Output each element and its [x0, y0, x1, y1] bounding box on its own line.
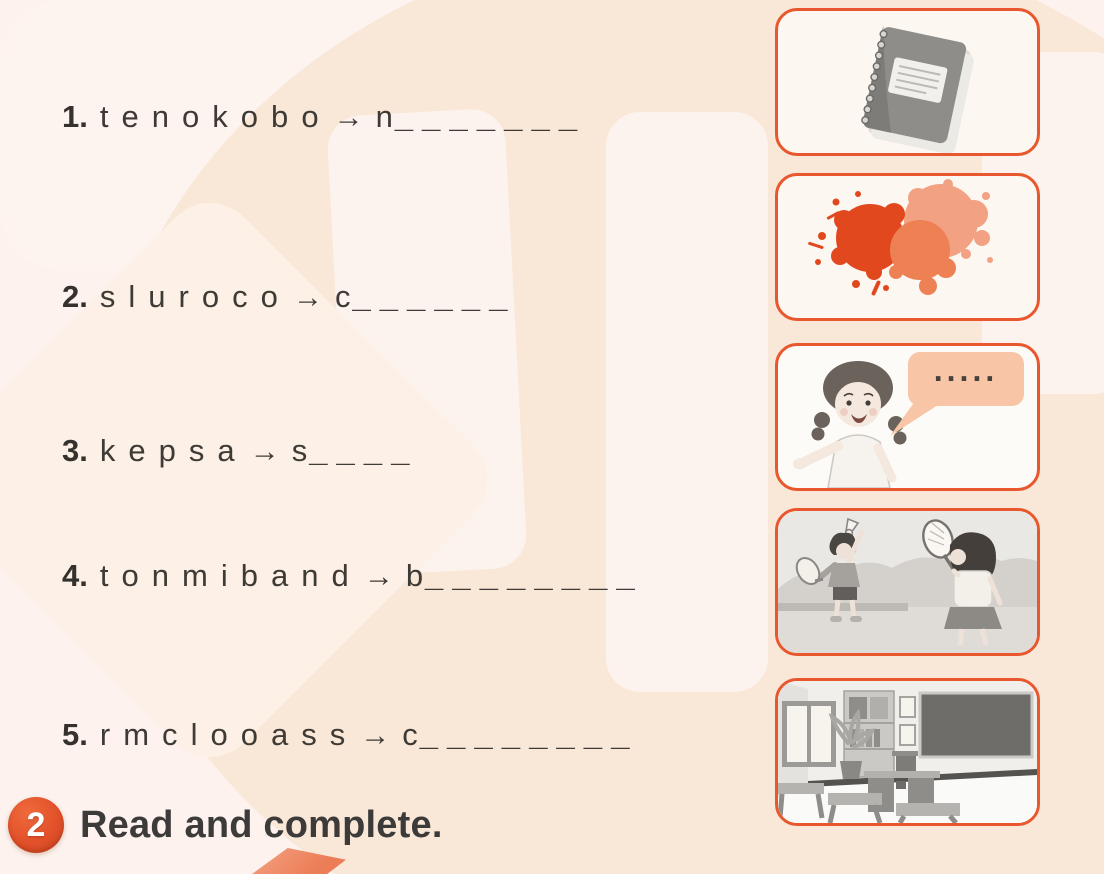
girl-speaking-illustration	[792, 361, 907, 488]
answer-blanks: ________	[424, 556, 644, 593]
section-number-badge: 2	[8, 797, 64, 853]
answer-blanks: _______	[394, 97, 587, 134]
blackboard	[918, 691, 1034, 759]
arrow-icon: →	[249, 435, 280, 468]
plant	[828, 708, 876, 779]
picture-card-speak: .....	[775, 343, 1040, 491]
scrambled-word: tenokobo	[99, 99, 332, 134]
item-number: 3.	[62, 433, 88, 468]
arrow-icon: →	[363, 560, 394, 593]
item-number: 2.	[62, 279, 88, 314]
answer-blanks: ________	[419, 715, 639, 752]
arrow-icon: →	[333, 101, 364, 134]
answer-prefix: n	[375, 99, 395, 134]
picture-card-classroom	[775, 678, 1040, 826]
exercise-item-5: 5. rmclooass→ c________	[62, 714, 639, 756]
notebook-illustration	[861, 25, 974, 153]
section-title: Read and complete.	[80, 803, 443, 846]
answer-blanks: ____	[309, 431, 419, 468]
student-desks	[778, 783, 960, 823]
picture-card-notebook	[775, 8, 1040, 156]
item-number: 4.	[62, 558, 88, 593]
scrambled-word: rmclooass	[99, 717, 359, 752]
answer-prefix: b	[405, 558, 425, 593]
scrambled-word: sluroco	[99, 279, 291, 314]
exercise-item-3: 3. kepsa→ s____	[62, 430, 418, 472]
answer-prefix: s	[291, 433, 310, 468]
picture-card-colours	[775, 173, 1040, 321]
exercise-item-2: 2. sluroco→ c______	[62, 276, 516, 318]
item-number: 5.	[62, 717, 88, 752]
arrow-icon: →	[292, 281, 323, 314]
speech-bubble-text: .....	[933, 351, 999, 388]
paint-splash-illustration	[808, 179, 993, 296]
item-number: 1.	[62, 99, 88, 134]
scrambled-word: kepsa	[99, 433, 248, 468]
exercise-item-4: 4. tonmiband→ b________	[62, 555, 644, 597]
exercise-item-1: 1. tenokobo→ n_______	[62, 96, 586, 138]
answer-blanks: ______	[352, 277, 517, 314]
classroom-illustration	[778, 681, 1037, 823]
scrambled-word: tonmiband	[99, 558, 362, 593]
arrow-icon: →	[360, 719, 391, 752]
picture-card-badminton	[775, 508, 1040, 656]
answer-prefix: c	[334, 279, 353, 314]
badminton-illustration	[778, 511, 1037, 653]
speech-bubble: .....	[908, 352, 1024, 406]
section-header: 2 Read and complete.	[8, 797, 443, 853]
background-light-strip	[606, 112, 768, 692]
answer-prefix: c	[402, 717, 420, 752]
